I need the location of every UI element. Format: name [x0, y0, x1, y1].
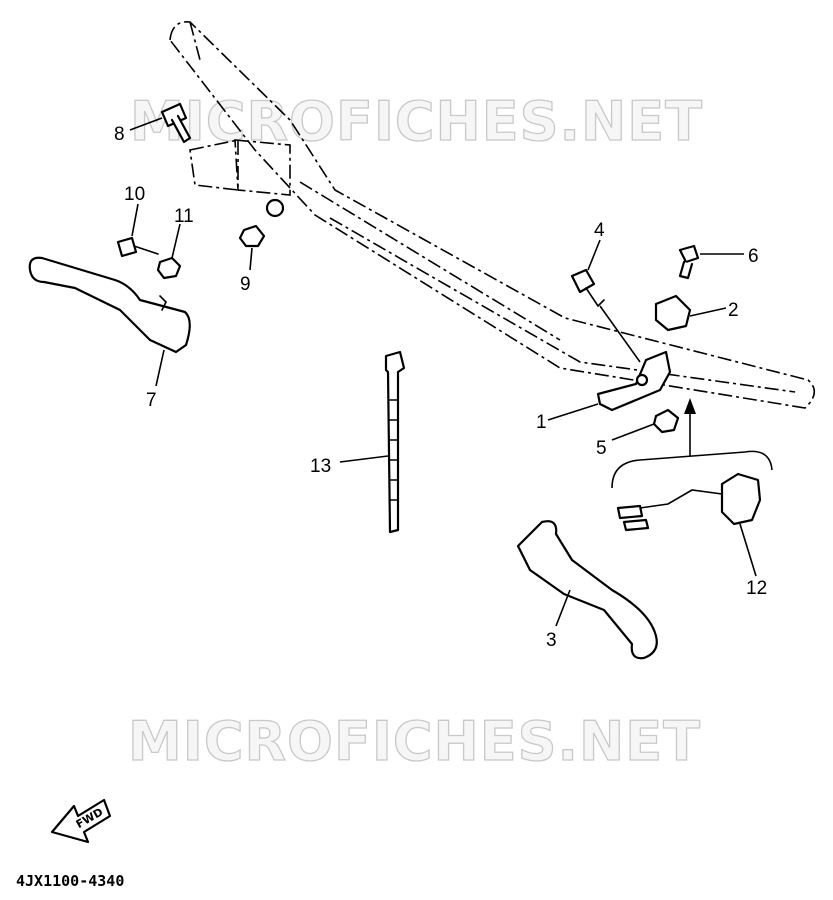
part-11-nut — [156, 223, 182, 280]
callout-10: 10 — [124, 184, 145, 205]
part-9-nut — [238, 224, 266, 271]
callout-7: 7 — [146, 390, 157, 411]
part-8-bolt — [129, 102, 192, 144]
callout-12: 12 — [746, 578, 767, 599]
part-12-switch — [616, 472, 762, 577]
callout-5: 5 — [596, 438, 607, 459]
callout-8: 8 — [114, 124, 125, 145]
part-2-holder — [654, 294, 727, 332]
part-3-clutch-lever — [516, 520, 658, 660]
handlebar — [169, 21, 816, 409]
watermark-top: MICROFICHES.NET — [130, 90, 703, 153]
part-6-bolt — [678, 244, 744, 280]
callout-1: 1 — [536, 412, 547, 433]
drawing-code: 4JX1100-4340 — [16, 872, 124, 890]
callout-6: 6 — [748, 246, 759, 267]
callout-13: 13 — [310, 456, 331, 477]
fwd-arrow-icon: FWD — [50, 798, 112, 844]
callout-3: 3 — [546, 630, 557, 651]
part-1-lever-holder — [547, 350, 672, 421]
master-cylinder — [189, 139, 291, 218]
part-10-bolt — [116, 203, 159, 258]
callout-4: 4 — [594, 220, 605, 241]
callout-9: 9 — [240, 274, 251, 295]
callout-2: 2 — [728, 300, 739, 321]
part-4-bolt — [570, 239, 641, 363]
part-13-cable-tie — [339, 350, 406, 534]
part-5-nut — [611, 408, 680, 441]
watermark-bottom: MICROFICHES.NET — [128, 710, 701, 773]
callout-11: 11 — [174, 206, 194, 227]
part-7-brake-lever — [28, 256, 191, 387]
switch-bracket — [611, 398, 773, 489]
